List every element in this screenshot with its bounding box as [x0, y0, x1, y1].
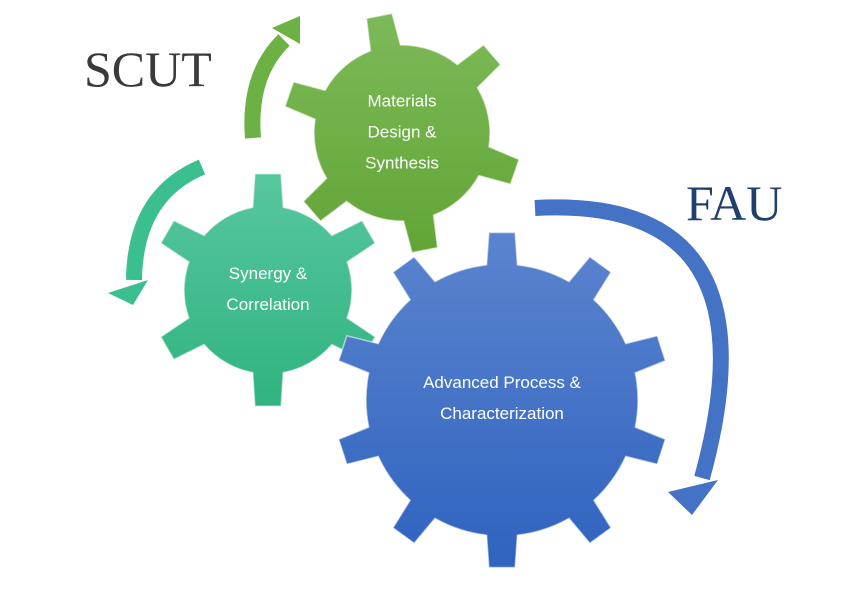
label-line: Characterization [440, 404, 564, 423]
gear-label-synergy: Synergy & Correlation [226, 258, 309, 320]
label-line: Synthesis [365, 153, 439, 173]
gear-materials [284, 12, 520, 254]
label-line: Synergy & [228, 264, 308, 283]
arrow-blue-shaft [534, 199, 729, 481]
label-line: Correlation [226, 295, 310, 314]
label-line: Materials [367, 91, 437, 111]
org-label-fau: FAU [686, 175, 783, 231]
label-line: Advanced Process & [423, 373, 581, 392]
gear-label-materials: Materials Design & Synthesis [365, 86, 439, 179]
arrow-green-shaft [244, 34, 290, 139]
label-line: Design & [367, 122, 437, 142]
org-label-scut: SCUT [84, 41, 212, 97]
gear-process [337, 231, 667, 569]
arrow-green-head [272, 16, 300, 44]
arrow-blue-head [668, 480, 718, 515]
gear-label-process: Advanced Process & Characterization [423, 367, 581, 429]
gear-synergy [159, 172, 377, 408]
arrow-teal-head [108, 280, 148, 305]
arrow-teal-shaft [126, 159, 206, 281]
